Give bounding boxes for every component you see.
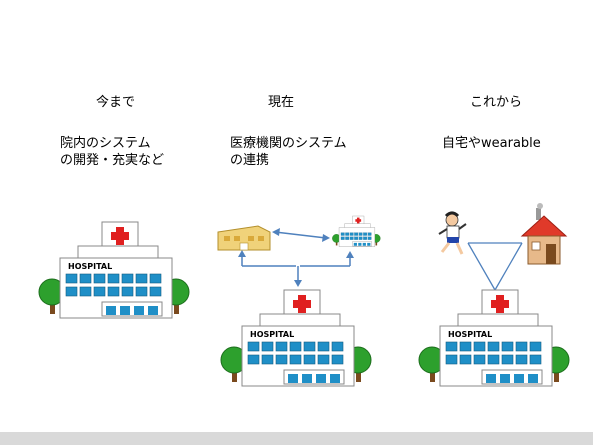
runner-person-icon (438, 211, 467, 255)
hospital-sign-label: HOSPITAL (250, 330, 294, 339)
connection-arrows-icon (238, 228, 354, 287)
column-description-future: 自宅やwearable (442, 136, 541, 151)
connection-triangle-icon (467, 242, 523, 291)
bottom-gray-band (0, 432, 593, 445)
column-description-present: 医療機関のシステム の連携 (230, 136, 347, 168)
column-title-future: これから (470, 95, 523, 110)
hospital-past-icon: HOSPITAL (38, 221, 190, 319)
hospital-sign-label: HOSPITAL (448, 330, 492, 339)
hospital-future-icon: HOSPITAL (418, 289, 570, 387)
clinic-building-icon (217, 225, 271, 251)
small-hospital-icon (332, 215, 381, 247)
hospital-sign-label: HOSPITAL (68, 262, 112, 271)
home-house-icon (520, 203, 568, 265)
hospital-present-icon: HOSPITAL (220, 289, 372, 387)
column-title-present: 現在 (268, 95, 295, 110)
column-title-past: 今まで (96, 95, 136, 110)
column-description-past: 院内のシステム の開発・充実など (60, 136, 165, 168)
